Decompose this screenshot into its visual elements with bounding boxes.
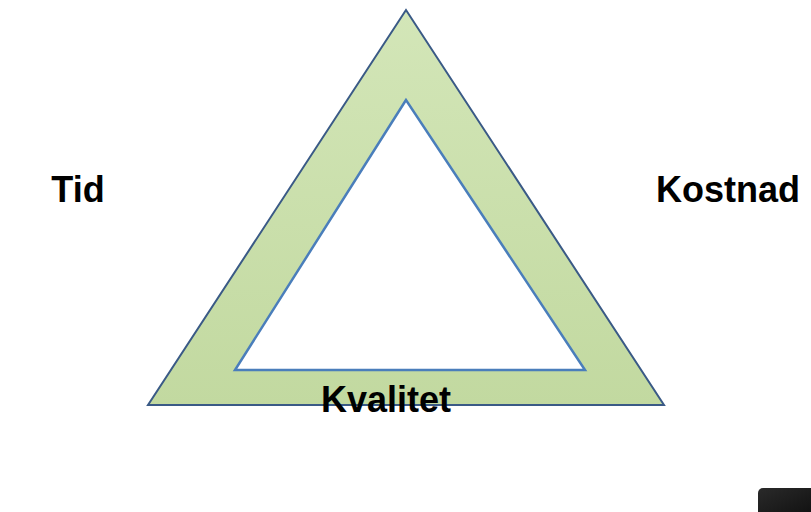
photo-corner [758, 488, 811, 512]
outer-triangle [148, 10, 664, 405]
side-label: Kvalitet [321, 380, 451, 420]
inner-triangle [235, 100, 585, 370]
side-label: Kostnad [656, 170, 800, 210]
side-label: Tid [51, 170, 104, 210]
